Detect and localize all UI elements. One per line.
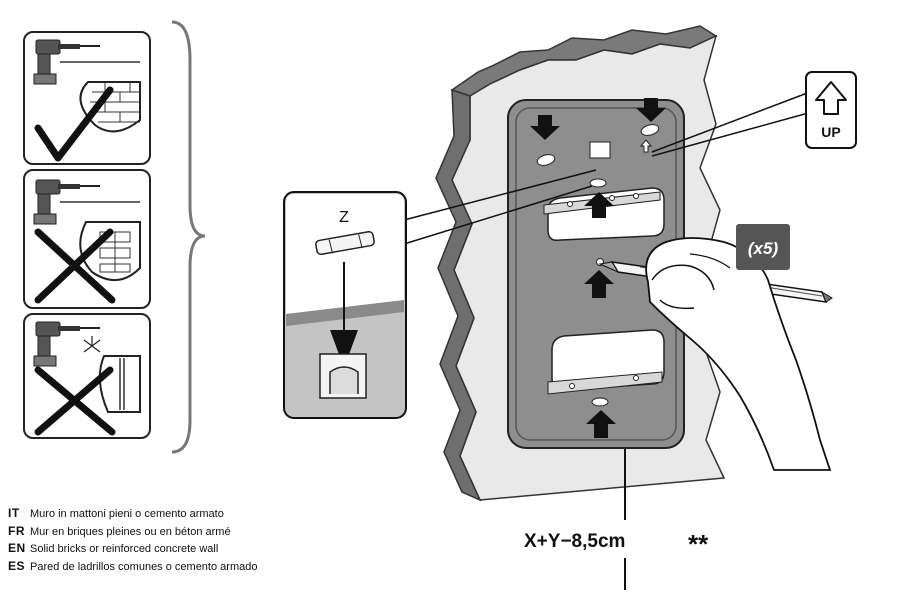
wall-type-legend: IT Muro in mattoni pieni o cemento armat… <box>8 505 348 575</box>
up-label: UP <box>821 124 840 140</box>
measurement-stars: ** <box>688 529 709 559</box>
up-callout: UP <box>651 71 857 157</box>
count-badge: (x5) <box>736 224 790 270</box>
count-badge-label: (x5) <box>748 239 779 258</box>
legend-code: EN <box>8 541 26 555</box>
legend-code: ES <box>8 558 26 573</box>
fuse-inset: Z <box>283 169 597 419</box>
brick-wall-icon <box>98 355 141 413</box>
legend-code: IT <box>8 506 20 520</box>
drill-icon <box>33 179 100 225</box>
brick-wall-icon <box>79 81 141 133</box>
drill-icon <box>33 321 100 367</box>
cross-icon <box>34 366 116 436</box>
legend-row-es: ES Pared de ladrillos comunes o cemento … <box>8 558 348 576</box>
panel-plasterboard-wrong <box>23 313 151 439</box>
legend-text: Pared de ladrillos comunes o cemento arm… <box>30 560 258 573</box>
indicator-arrows <box>530 98 666 438</box>
brick-wall-icon <box>79 221 141 281</box>
mounting-hole <box>640 124 660 136</box>
up-arrow-marking <box>639 139 653 153</box>
mounting-hole <box>536 154 556 166</box>
panel-solid-brick-ok <box>23 31 151 165</box>
fuse-label: Z <box>339 209 349 226</box>
curly-brace <box>171 20 206 454</box>
legend-text: Muro in mattoni pieni o cemento armato <box>30 508 224 520</box>
fuse-icon <box>315 230 375 256</box>
up-arrow-icon <box>815 81 847 115</box>
mounting-hole <box>591 397 609 407</box>
measurement-label: X+Y−8,5cm <box>524 531 625 552</box>
legend-text: Mur en briques pleines ou en béton armé <box>30 525 231 538</box>
panel-hollow-brick-wrong <box>23 169 151 309</box>
legend-code: FR <box>8 523 25 538</box>
legend-row-it: IT Muro in mattoni pieni o cemento armat… <box>8 505 348 523</box>
cross-icon <box>34 228 116 304</box>
down-arrow-icon <box>636 98 666 122</box>
mounting-hole <box>589 178 607 188</box>
down-arrow-icon <box>330 330 358 368</box>
checkmark-icon <box>34 86 114 162</box>
drill-icon <box>33 39 100 85</box>
measurement: X+Y−8,5cm ** <box>524 448 709 590</box>
spark-icon <box>83 336 101 353</box>
legend-row-fr: FR Mur en briques pleines ou en béton ar… <box>8 523 348 541</box>
hand-icon <box>645 237 832 471</box>
legend-text: Solid bricks or reinforced concrete wall <box>30 543 219 555</box>
down-arrow-icon <box>530 115 560 140</box>
up-arrow-icon <box>584 270 614 298</box>
up-arrow-icon <box>586 410 616 438</box>
fuse-holder <box>319 353 367 399</box>
up-arrow-icon <box>584 192 614 218</box>
legend-row-en: EN Solid bricks or reinforced concrete w… <box>8 540 348 558</box>
